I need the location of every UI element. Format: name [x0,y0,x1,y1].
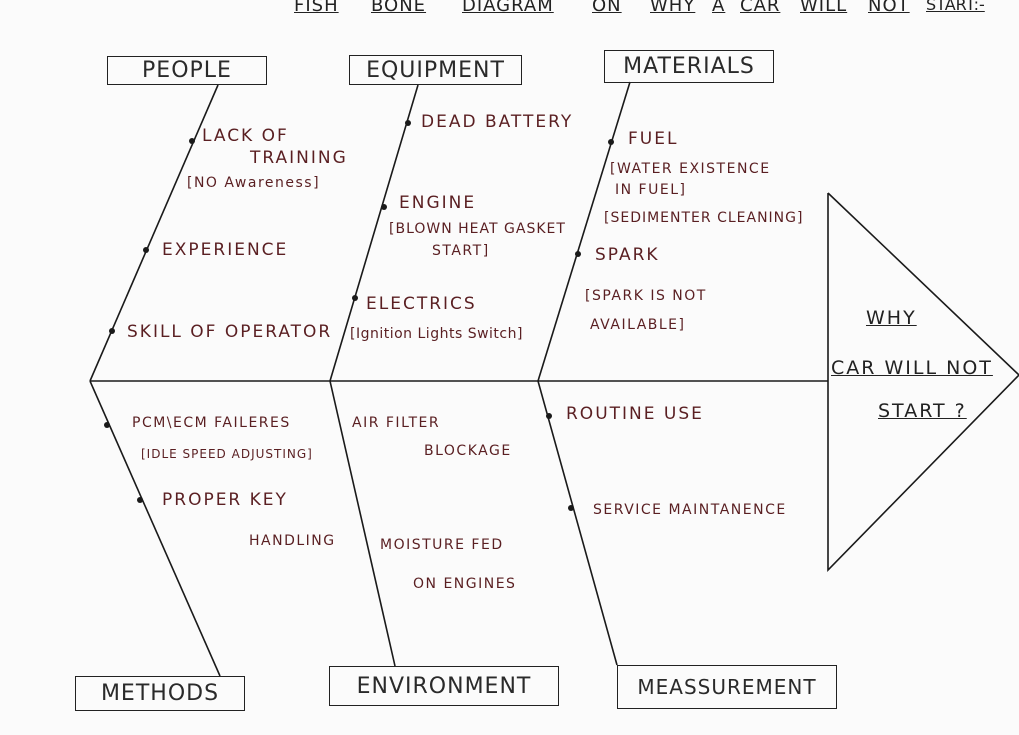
cause-materials-detail: [WATER EXISTENCE [610,161,771,177]
cause-equipment-detail: START] [432,243,490,259]
cause-materials-detail: [SEDIMENTER CLEANING] [604,210,804,226]
bone-environment [329,380,396,667]
category-environment: ENVIRONMENT [329,666,559,706]
cause-materials-detail: [SPARK IS NOT [585,288,707,304]
cause-people: LACK OF [202,126,289,146]
title-word: BONE [371,0,427,16]
cause-equipment-detail: [BLOWN HEAT GASKET [389,221,566,237]
title-word: ON [592,0,622,16]
title-word: START:- [926,0,985,14]
category-equipment: EQUIPMENT [349,55,522,85]
cause-equipment: ELECTRICS [366,294,477,314]
cause-dots [104,120,614,511]
title-word: CAR [740,0,781,16]
cause-environment: BLOCKAGE [424,443,512,459]
cause-methods: PROPER KEY [162,490,288,510]
title-word: FISH [294,0,339,16]
cause-measurement: ROUTINE USE [566,404,704,424]
cause-environment: ON ENGINES [413,576,517,592]
cause-people: EXPERIENCE [162,240,289,260]
cause-materials-detail: IN FUEL] [615,182,687,198]
cause-materials: FUEL [628,129,679,149]
cause-equipment-detail: [Ignition Lights Switch] [350,326,523,342]
diagram-title: FISH BONE DIAGRAM ON WHY A CAR WILL NOT … [0,0,1019,24]
cause-methods: HANDLING [249,533,336,549]
cause-methods: PCM\ECM FAILERES [132,415,291,431]
cause-equipment: ENGINE [399,193,477,213]
problem-line2: CAR WILL NOT [831,357,993,379]
cause-environment: AIR FILTER [352,415,441,431]
category-methods: METHODS [75,676,245,711]
category-materials: MATERIALS [604,50,774,83]
cause-measurement: SERVICE MAINTANENCE [593,502,787,518]
cause-materials: SPARK [595,245,660,265]
cause-methods-detail: [IDLE SPEED ADJUSTING] [141,447,313,461]
title-word: A [712,0,726,16]
cause-people: TRAINING [250,148,348,168]
title-word: WILL [800,0,848,16]
cause-materials-detail: AVAILABLE] [590,317,686,333]
bone-equipment [329,84,419,382]
title-word: DIAGRAM [462,0,554,16]
bone-materials [537,81,631,382]
problem-line3: START ? [878,400,967,422]
title-word: WHY [650,0,696,16]
cause-environment: MOISTURE FED [380,537,504,553]
cause-people: SKILL OF OPERATOR [127,322,333,342]
category-measurement: MEASSUREMENT [617,665,837,709]
bone-methods [89,380,221,677]
cause-equipment: DEAD BATTERY [421,112,574,132]
cause-people-detail: [NO Awareness] [187,175,321,191]
category-people: PEOPLE [107,56,267,85]
bone-measurement [537,380,618,666]
problem-line1: WHY [866,307,917,329]
title-word: NOT [868,0,910,16]
head-triangle [827,192,1019,572]
